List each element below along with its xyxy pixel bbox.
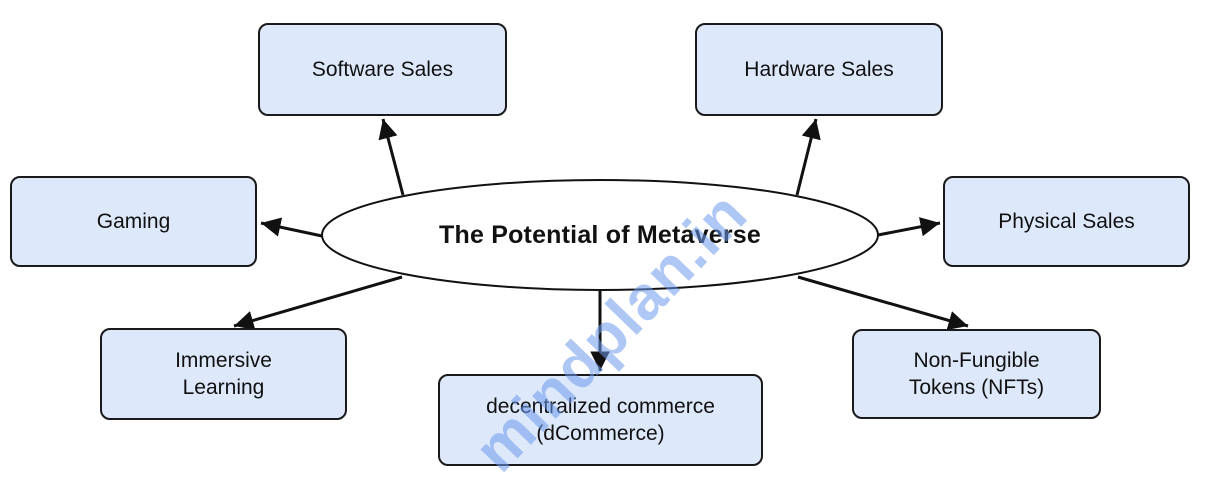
node-immersive-learning: Immersive Learning	[100, 328, 347, 420]
node-software-sales: Software Sales	[258, 23, 507, 116]
node-hardware-sales: Hardware Sales	[695, 23, 943, 116]
node-physical-sales: Physical Sales	[943, 176, 1190, 267]
arrow-to-physical-sales	[877, 217, 941, 237]
node-dcommerce: decentralized commerce (dCommerce)	[438, 374, 763, 466]
arrow-to-immersive-learning	[233, 275, 403, 330]
node-nfts: Non-Fungible Tokens (NFTs)	[852, 329, 1101, 419]
node-gaming: Gaming	[10, 176, 257, 267]
arrow-to-hardware-sales	[795, 118, 821, 196]
arrow-to-gaming	[260, 217, 323, 238]
arrow-to-nfts	[797, 275, 969, 330]
arrow-to-software-sales	[378, 118, 405, 196]
center-topic-label: The Potential of Metaverse	[439, 220, 761, 249]
